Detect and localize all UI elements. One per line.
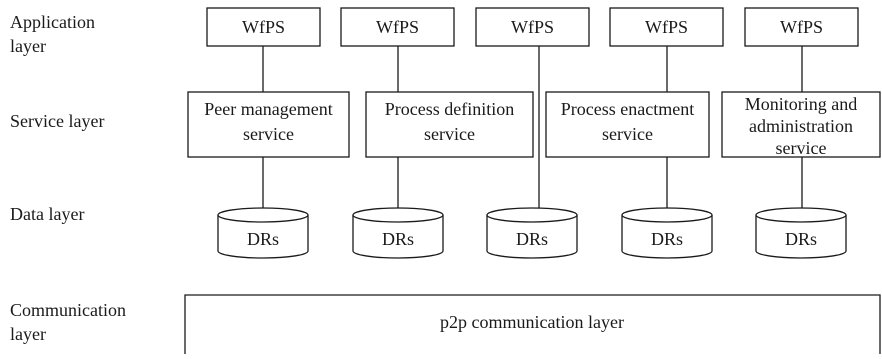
- service-box-label-line1: Peer management: [204, 99, 332, 119]
- service-box-label-line1: Process definition: [385, 99, 514, 119]
- p2p-communication-box: p2p communication layer: [184, 294, 881, 356]
- database-cylinder-3: DRs: [486, 207, 578, 259]
- database-cylinder-1: DRs: [217, 207, 309, 259]
- service-layer-label: Service layer: [10, 111, 104, 131]
- app-box-label: WfPS: [645, 17, 688, 37]
- database-label: DRs: [247, 229, 279, 249]
- service-box-process-definition: Process definition service: [365, 91, 534, 158]
- app-box-1: WfPS: [206, 7, 321, 47]
- service-box-label-line2: service: [424, 124, 475, 144]
- app-box-label: WfPS: [376, 17, 419, 37]
- app-box-label: WfPS: [242, 17, 285, 37]
- service-box-label-line3: service: [776, 138, 827, 158]
- service-box-label-line1: Monitoring and: [745, 94, 858, 114]
- application-layer-label-line1: Application: [10, 12, 95, 32]
- app-box-label: WfPS: [511, 17, 554, 37]
- communication-layer-label-line2: layer: [10, 324, 46, 344]
- app-box-2: WfPS: [340, 7, 455, 47]
- database-label: DRs: [785, 229, 817, 249]
- database-cylinder-2: DRs: [352, 207, 444, 259]
- communication-layer-label-line1: Communication: [10, 300, 126, 320]
- service-box-label-line1: Process enactment: [561, 99, 694, 119]
- service-box-process-enactment: Process enactment service: [545, 91, 710, 158]
- database-cylinder-5: DRs: [755, 207, 847, 259]
- service-box-monitoring-administration: Monitoring and administration service: [721, 91, 881, 158]
- database-label: DRs: [382, 229, 414, 249]
- database-label: DRs: [651, 229, 683, 249]
- data-layer-label: Data layer: [10, 204, 84, 224]
- service-box-label-line2: administration: [749, 116, 853, 136]
- service-box-label-line2: service: [602, 124, 653, 144]
- app-box-3: WfPS: [475, 7, 590, 47]
- application-layer-label-line2: layer: [10, 36, 46, 56]
- app-box-label: WfPS: [780, 17, 823, 37]
- app-box-4: WfPS: [609, 7, 724, 47]
- database-cylinder-4: DRs: [621, 207, 713, 259]
- service-box-label-line2: service: [243, 124, 294, 144]
- database-label: DRs: [516, 229, 548, 249]
- p2p-communication-label: p2p communication layer: [440, 312, 624, 332]
- app-box-5: WfPS: [744, 7, 859, 47]
- service-box-peer-management: Peer management service: [187, 91, 350, 158]
